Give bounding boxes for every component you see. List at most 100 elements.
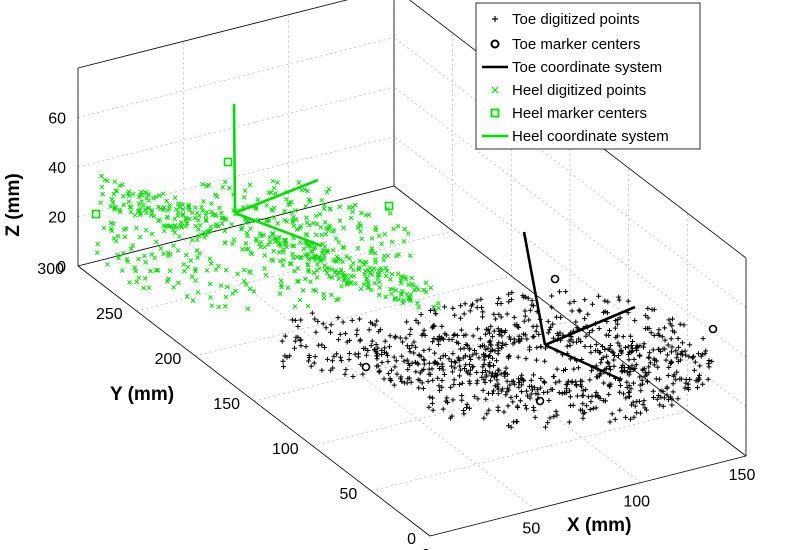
toe-point [494, 372, 500, 378]
heel-point [415, 300, 420, 306]
toe-point [634, 410, 640, 416]
heel-marker-center [384, 201, 394, 211]
toe-point [611, 363, 617, 369]
toe-point [449, 337, 455, 343]
toe-point [436, 341, 442, 347]
heel-point [223, 294, 229, 300]
toe-point [651, 333, 657, 339]
heel-point [158, 246, 164, 251]
toe-point [461, 365, 467, 371]
toe-point [467, 362, 473, 368]
heel-point [267, 239, 273, 245]
heel-point [101, 225, 107, 231]
heel-point [302, 187, 308, 193]
heel-point [253, 236, 259, 242]
toe-point [430, 339, 436, 345]
toe-point [452, 365, 458, 371]
heel-point [154, 239, 159, 245]
toe-point [481, 357, 487, 363]
heel-point [277, 241, 283, 246]
heel-point [328, 206, 333, 211]
toe-point [679, 340, 685, 346]
heel-point [276, 234, 282, 240]
heel-point [164, 279, 170, 284]
toe-point [640, 366, 646, 372]
heel-point [383, 265, 389, 271]
square-marker-icon [490, 108, 500, 118]
heel-point [239, 226, 244, 232]
toe-point [421, 327, 427, 333]
heel-point [376, 233, 382, 239]
toe-point [467, 405, 473, 411]
toe-point [567, 394, 573, 400]
toe-point [665, 342, 671, 348]
toe-point [452, 331, 458, 337]
toe-point [678, 376, 684, 382]
heel-point [208, 261, 214, 266]
toe-point [491, 328, 497, 334]
toe-point [393, 358, 399, 364]
grid-line [183, 239, 536, 510]
heel-point [117, 207, 122, 213]
tick-label: 150 [729, 467, 756, 484]
heel-point [233, 288, 238, 294]
heel-point [362, 271, 368, 277]
axis-line [429, 455, 747, 537]
toe-point [352, 351, 358, 357]
toe-point [667, 321, 673, 327]
toe-point [477, 336, 483, 342]
heel-point [296, 180, 302, 185]
heel-point [389, 291, 394, 297]
heel-point [319, 250, 325, 256]
toe-point [478, 296, 484, 302]
tick-label: 200 [155, 351, 182, 368]
toe-point [598, 360, 604, 366]
heel-point [358, 223, 364, 229]
toe-point [445, 399, 451, 405]
toe-point [409, 343, 415, 349]
heel-point [151, 195, 156, 201]
toe-point [379, 352, 385, 358]
heel-point [192, 266, 198, 272]
toe-point [325, 356, 331, 362]
toe-point [399, 339, 405, 345]
toe-point [543, 424, 549, 430]
heel-point [113, 238, 119, 244]
toe-point [694, 385, 700, 391]
heel-point [187, 207, 192, 213]
toe-point [589, 368, 595, 374]
heel-point [399, 292, 404, 298]
heel-point [119, 268, 125, 273]
toe-point [582, 316, 588, 322]
heel-point [192, 215, 198, 221]
heel-point [300, 288, 306, 293]
legend-label: Toe digitized points [512, 11, 640, 28]
toe-point [585, 311, 591, 317]
toe-point [626, 389, 632, 395]
toe-point [607, 327, 613, 333]
heel-point [227, 185, 232, 191]
toe-point [434, 360, 440, 366]
toe-point [374, 318, 380, 324]
toe-point [570, 402, 576, 408]
toe-point [315, 318, 321, 324]
toe-point [553, 408, 559, 414]
toe-point [427, 394, 433, 400]
heel-point [344, 282, 350, 287]
heel-point [287, 261, 293, 266]
toe-point [467, 354, 473, 360]
heel-point [160, 191, 166, 197]
heel-point [167, 223, 172, 229]
toe-point [499, 388, 505, 394]
toe-point [508, 424, 514, 430]
toe-point [566, 388, 572, 394]
tick-labels: 0501001500501001502002503000204060 [37, 111, 755, 550]
heel-point [286, 201, 291, 207]
toe-point [595, 393, 601, 399]
heel-point [223, 267, 229, 273]
toe-point [685, 384, 691, 390]
toe-point [668, 394, 674, 400]
toe-point [394, 371, 400, 377]
toe-point [524, 336, 530, 342]
toe-point [640, 344, 646, 350]
